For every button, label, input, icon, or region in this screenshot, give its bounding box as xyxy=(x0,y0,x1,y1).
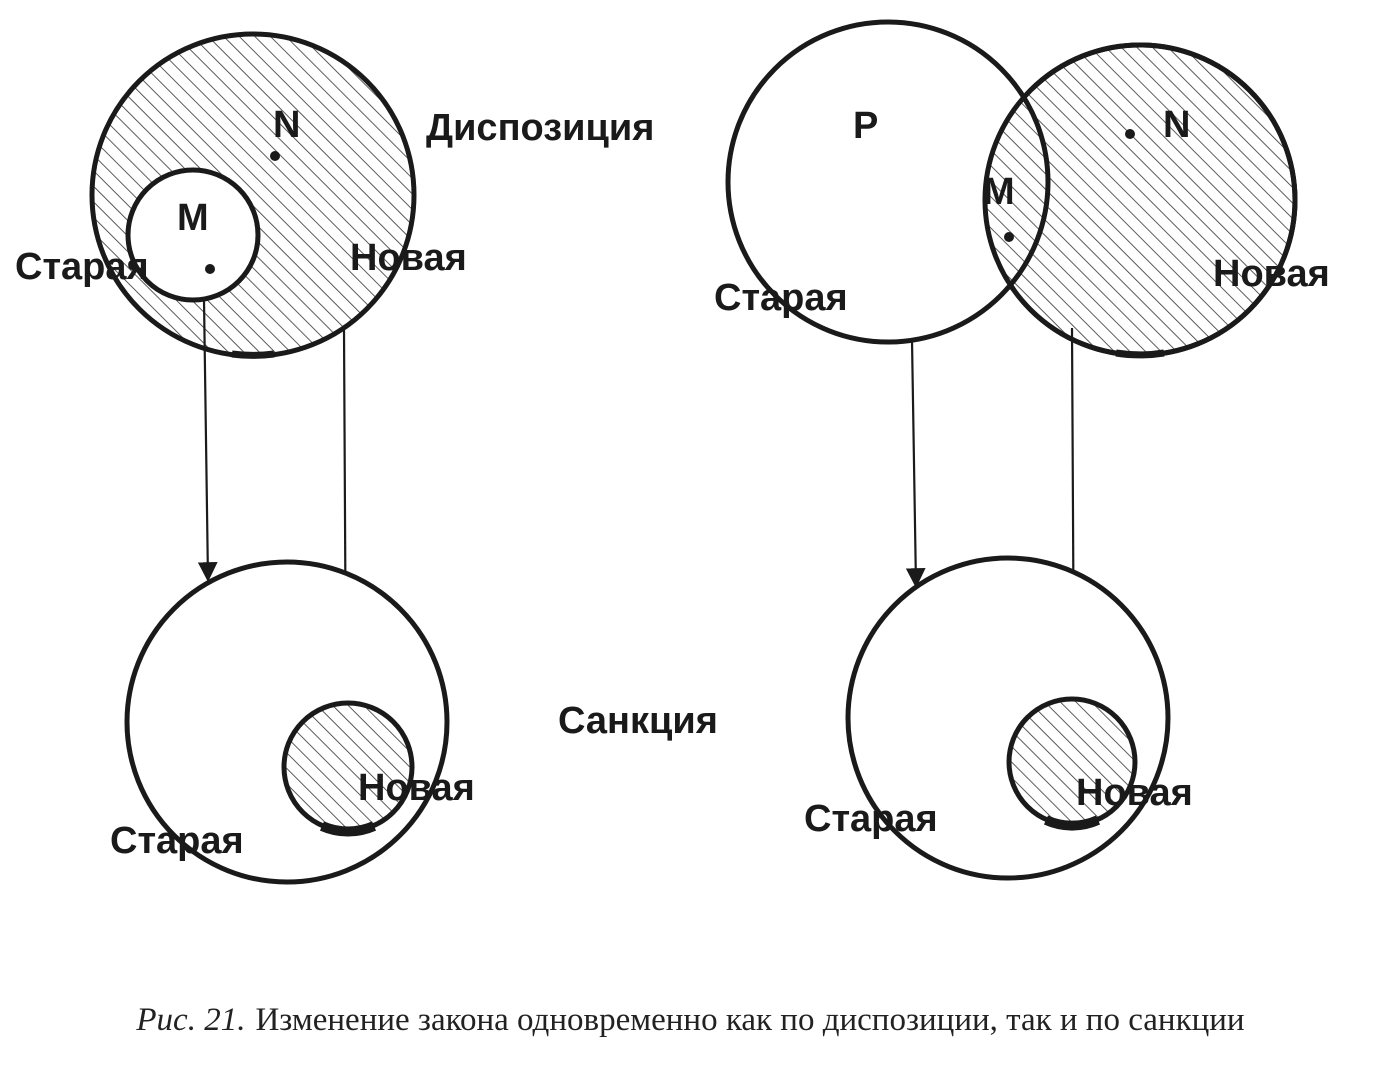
right-label-old-sanction: Старая xyxy=(804,798,938,840)
right-old-disposition-mask xyxy=(728,22,1048,342)
left-label-old-disposition: Старая xyxy=(15,246,149,288)
left-sanction-thick-edge xyxy=(319,821,377,837)
left-label-new-sanction: Новая xyxy=(358,767,475,809)
right-arrow-old xyxy=(905,339,926,588)
left-sanction-group: Новая Старая xyxy=(110,559,475,885)
left-disposition-group: N M Старая Новая xyxy=(15,31,467,359)
right-label-m: M xyxy=(983,171,1015,213)
right-label-old-disposition: Старая xyxy=(714,277,848,319)
right-thick-edge xyxy=(1115,349,1165,359)
left-old-disposition-circle xyxy=(125,167,261,303)
label-sanction: Санкция xyxy=(558,700,718,742)
right-point-n xyxy=(1125,129,1135,139)
left-label-new-disposition: Новая xyxy=(350,237,467,279)
figure-caption-text: Изменение закона одновременно как по дис… xyxy=(255,1002,1245,1038)
label-disposition: Диспозиция xyxy=(426,107,654,149)
left-arrow-old xyxy=(197,299,218,582)
right-disposition-group: P N M Старая Новая xyxy=(714,19,1330,359)
figure-caption: Рис. 21.Изменение закона одновременно ка… xyxy=(0,1002,1381,1039)
right-label-new-disposition: Новая xyxy=(1213,253,1330,295)
right-old-disposition-circle xyxy=(725,19,1051,345)
left-label-n: N xyxy=(273,104,300,146)
left-label-old-sanction: Старая xyxy=(110,820,244,862)
right-sanction-group: Новая Старая xyxy=(804,555,1193,881)
left-thick-edge xyxy=(231,350,275,359)
right-label-p: P xyxy=(853,105,878,147)
right-point-m xyxy=(1004,232,1014,242)
right-sanction-thick-edge xyxy=(1043,815,1101,831)
right-label-n: N xyxy=(1163,104,1190,146)
figure-number: Рис. 21. xyxy=(136,1002,246,1038)
left-label-m: M xyxy=(177,197,209,239)
right-label-new-sanction: Новая xyxy=(1076,772,1193,814)
left-point-n xyxy=(270,151,280,161)
left-point-m xyxy=(205,264,215,274)
